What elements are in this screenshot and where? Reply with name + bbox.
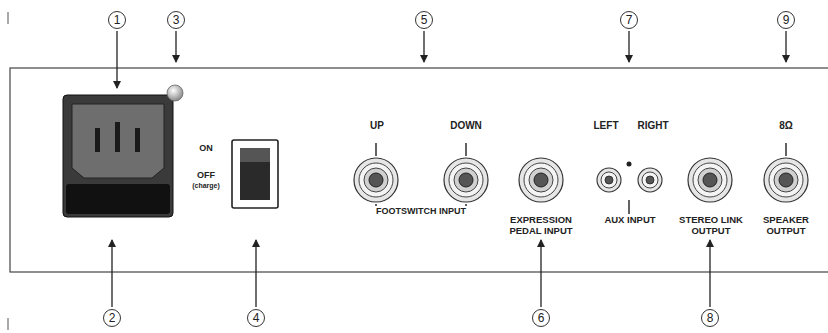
stereo-link-jack bbox=[688, 158, 732, 202]
callout-text: 7 bbox=[626, 14, 633, 26]
callout-number: 3 bbox=[167, 11, 185, 29]
callout-text: 8 bbox=[707, 312, 714, 324]
aux-left-jack bbox=[597, 168, 621, 192]
switch-label: ON bbox=[197, 143, 215, 153]
rear-panel bbox=[10, 68, 828, 272]
jack-label: STEREO LINK OUTPUT bbox=[669, 215, 753, 237]
callout-text: 6 bbox=[538, 312, 545, 324]
expression-jack bbox=[519, 158, 563, 202]
jack-label: LEFT bbox=[592, 120, 621, 132]
callout-number: 2 bbox=[103, 309, 121, 327]
jack-label: EXPRESSION PEDAL INPUT bbox=[497, 215, 585, 237]
callout-number: 1 bbox=[108, 11, 126, 29]
callout-text: 1 bbox=[114, 14, 121, 26]
jack-label: UP bbox=[368, 120, 386, 132]
callout-text: 2 bbox=[109, 312, 116, 324]
power-inlet bbox=[63, 95, 173, 217]
callout-number: 4 bbox=[247, 309, 265, 327]
callout-text: 4 bbox=[253, 312, 260, 324]
jack-label: SPEAKER OUTPUT bbox=[753, 215, 819, 237]
switch-note: (charge) bbox=[190, 182, 222, 190]
callout-number: 9 bbox=[777, 11, 795, 29]
power-switch bbox=[232, 140, 278, 208]
jack-label: RIGHT bbox=[635, 120, 670, 132]
footswitch-down-jack bbox=[444, 158, 488, 202]
jack-label: 8Ω bbox=[777, 120, 795, 132]
callout-text: 5 bbox=[421, 14, 428, 26]
power-led bbox=[167, 85, 183, 101]
jack-label: DOWN bbox=[448, 120, 484, 132]
footswitch-up-jack bbox=[354, 158, 398, 202]
jack-label: FOOTSWITCH INPUT bbox=[374, 206, 468, 216]
callout-text: 9 bbox=[783, 14, 790, 26]
callout-text: 3 bbox=[173, 14, 180, 26]
jack-label: AUX INPUT bbox=[602, 215, 657, 226]
callout-number: 6 bbox=[532, 309, 550, 327]
speaker-jack bbox=[764, 158, 808, 202]
callout-number: 5 bbox=[415, 11, 433, 29]
callout-number: 8 bbox=[701, 309, 719, 327]
aux-right-jack bbox=[638, 168, 662, 192]
callout-number: 7 bbox=[620, 11, 638, 29]
switch-label: OFF bbox=[195, 170, 217, 180]
